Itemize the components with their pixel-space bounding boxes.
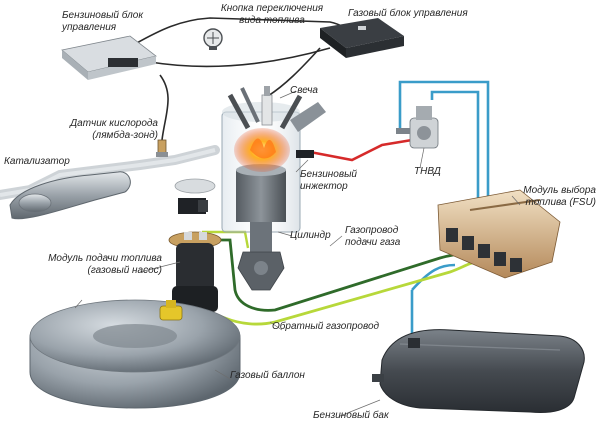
label-cylinder: Цилиндр [290, 230, 331, 241]
label-fsu: Модуль выбора топлива (FSU) [523, 185, 596, 208]
fuel-module [168, 231, 222, 312]
label-gas-ecu: Газовый блок управления [348, 8, 468, 19]
cylinder [221, 86, 326, 291]
label-spark-plug: Свеча [290, 85, 318, 96]
oxygen-sensor [156, 139, 168, 157]
label-petrol-ecu: Бензиновый блок управления [62, 10, 144, 33]
label-oxygen-sensor: Датчик кислорода (лямбда-зонд) [70, 118, 158, 141]
label-gas-supply-line: Газопровод подачи газа [345, 225, 401, 248]
return-line [189, 260, 479, 326]
label-catalyst: Катализатор [4, 156, 70, 167]
label-gas-tank: Газовый баллон [230, 370, 305, 381]
gas-tank [29, 299, 241, 409]
petrol-ecu [61, 35, 157, 80]
petrol-injector-line [309, 138, 413, 162]
leader-lines [74, 90, 521, 417]
fsu [437, 189, 561, 279]
catalyst [9, 171, 131, 220]
valve-parts [174, 178, 216, 214]
label-petrol-tank: Бензиновый бак [313, 410, 389, 421]
label-return-line: Обратный газопровод [272, 321, 380, 332]
label-fuel-module: Модуль подачи топлива (газовый насос) [48, 253, 162, 276]
label-hp-pump: ТНВД [414, 166, 441, 177]
label-petrol-injector: Бензиновый инжектор [300, 169, 357, 192]
gas-ecu [320, 18, 404, 58]
label-fuel-switch: Кнопка переключения вида топлива [220, 3, 324, 26]
fuel-switch [203, 28, 223, 50]
hp-pump [396, 106, 439, 149]
petrol-tank [372, 329, 585, 413]
